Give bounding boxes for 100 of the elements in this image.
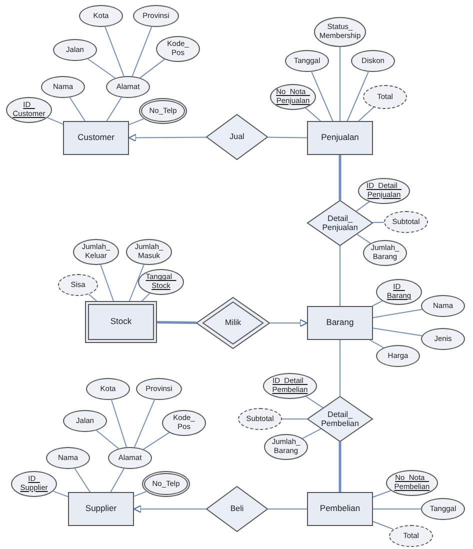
relationship-diamond xyxy=(307,396,373,442)
connector-line xyxy=(356,201,370,212)
attribute-ellipse xyxy=(136,378,182,400)
key-attribute-ellipse xyxy=(138,269,184,295)
relationship-diamond xyxy=(206,114,268,160)
connector-line xyxy=(111,399,127,448)
entity-box xyxy=(307,492,373,526)
derived-attribute-ellipse xyxy=(363,85,407,109)
connector-line xyxy=(142,432,170,450)
derived-attribute-ellipse xyxy=(389,525,433,547)
entity-box xyxy=(68,492,134,526)
connector-line xyxy=(87,58,116,79)
connector-line xyxy=(100,264,114,302)
connector-line xyxy=(96,430,120,450)
attribute-ellipse xyxy=(126,239,172,265)
connector-line xyxy=(305,107,321,122)
connector-line xyxy=(311,71,334,122)
label: Detail_ Penjualan xyxy=(321,214,359,232)
connector-line xyxy=(128,118,144,126)
connector-line xyxy=(74,468,90,492)
key-attribute-ellipse xyxy=(11,471,57,497)
weak-relationship-diamond xyxy=(196,297,270,349)
label: Jual xyxy=(230,132,244,142)
attribute-ellipse xyxy=(86,378,130,400)
attribute-ellipse xyxy=(133,5,179,27)
relationship-diamond xyxy=(206,486,268,532)
connector-line xyxy=(132,26,152,77)
key-attribute-ellipse xyxy=(6,97,52,123)
attribute-ellipse xyxy=(264,434,308,460)
connector-line xyxy=(338,155,342,200)
derived-attribute-ellipse xyxy=(238,408,282,430)
attribute-ellipse xyxy=(46,447,90,469)
attribute-ellipse xyxy=(41,76,85,98)
attribute-ellipse xyxy=(53,39,97,61)
connector-line xyxy=(372,521,394,530)
entity-box xyxy=(63,121,129,155)
connector-line xyxy=(140,58,165,78)
connector-line xyxy=(302,428,322,439)
connector-line xyxy=(372,308,423,318)
attribute-ellipse xyxy=(73,239,119,265)
attribute-ellipse xyxy=(421,498,465,520)
connector-line xyxy=(356,234,371,244)
attribute-ellipse xyxy=(106,76,150,98)
connector-line xyxy=(282,418,308,420)
key-attribute-ellipse xyxy=(263,373,317,399)
label: Pembelian xyxy=(320,504,360,514)
connector-line xyxy=(346,71,369,122)
label: Supplier xyxy=(85,504,117,514)
connector-line xyxy=(69,97,86,122)
attribute-ellipse xyxy=(63,410,107,432)
label: Milik xyxy=(225,318,241,328)
weak-entity-box xyxy=(85,301,157,343)
connector-line xyxy=(47,117,64,125)
connector-line xyxy=(372,222,384,223)
attribute-ellipse xyxy=(285,50,329,72)
connector-line xyxy=(372,300,383,306)
connector-line xyxy=(106,97,122,122)
arrow xyxy=(128,134,207,142)
connector-line xyxy=(52,490,68,498)
connector-line xyxy=(88,294,98,302)
label: Penjualan xyxy=(321,133,359,143)
connector-line xyxy=(156,321,197,324)
connector-line xyxy=(134,399,155,448)
attribute-ellipse xyxy=(363,240,407,266)
connector-line xyxy=(267,136,308,138)
relationship-diamond xyxy=(307,200,373,246)
connector-line xyxy=(268,508,308,510)
multivalued-attribute-ellipse xyxy=(142,471,190,497)
multivalued-attribute-ellipse xyxy=(139,98,187,124)
attribute-ellipse xyxy=(421,295,465,317)
attribute-ellipse xyxy=(421,328,465,350)
connector-line xyxy=(338,442,342,492)
connector-line xyxy=(305,396,324,408)
entity-box xyxy=(307,121,373,155)
connector-line xyxy=(142,292,150,302)
label: Stock xyxy=(110,317,132,327)
entity-box xyxy=(307,306,373,340)
connector-line xyxy=(128,264,144,302)
connector-line xyxy=(372,328,422,336)
label: Barang xyxy=(326,318,354,328)
connector-line xyxy=(110,468,124,492)
attribute-ellipse xyxy=(162,410,206,436)
connector-line xyxy=(372,490,392,498)
attribute-ellipse xyxy=(351,50,395,72)
attribute-ellipse xyxy=(156,36,200,62)
label: Customer xyxy=(78,133,114,143)
connector-line xyxy=(104,26,124,77)
key-attribute-ellipse xyxy=(270,84,316,110)
key-attribute-ellipse xyxy=(386,470,438,496)
connector-line xyxy=(358,106,374,122)
derived-attribute-ellipse xyxy=(384,211,428,233)
label: Detail_ Pembelian xyxy=(320,410,360,428)
derived-attribute-ellipse xyxy=(58,274,98,296)
attribute-ellipse xyxy=(314,17,366,47)
label: Beli xyxy=(230,504,244,514)
attribute-ellipse xyxy=(108,447,152,469)
connector-line xyxy=(134,491,147,497)
key-attribute-ellipse xyxy=(376,279,422,305)
connector-line xyxy=(372,508,422,510)
attribute-ellipse xyxy=(79,5,123,27)
